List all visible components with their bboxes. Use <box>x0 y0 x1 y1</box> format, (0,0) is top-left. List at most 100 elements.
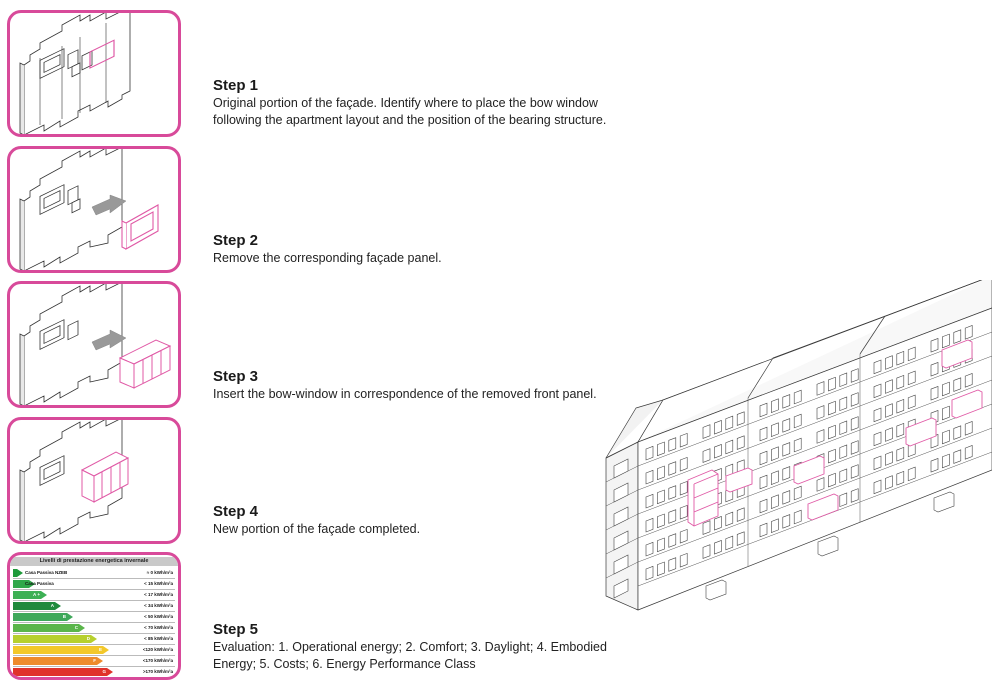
building-window <box>714 419 722 435</box>
step1-thumbnail <box>7 10 181 137</box>
building-window <box>896 398 905 414</box>
building-window <box>657 489 665 505</box>
building-window <box>668 533 677 548</box>
building-window <box>816 405 825 420</box>
building-window <box>964 445 973 460</box>
building-window <box>782 418 791 433</box>
step4-thumbnail <box>7 417 181 544</box>
building-window <box>873 383 882 399</box>
building-window <box>782 442 791 457</box>
step-5: Step 5 Evaluation: 1. Operational energy… <box>213 621 773 673</box>
building-window <box>613 578 629 599</box>
building-window <box>771 494 779 509</box>
energy-class-value: < 70 kWh/m²a <box>144 625 173 630</box>
building-window <box>702 424 711 439</box>
step-1: Step 1 Original portion of the façade. I… <box>213 77 773 129</box>
facade-remove-drawing <box>19 149 159 270</box>
building-window <box>736 507 745 522</box>
step-description: Evaluation: 1. Operational energy; 2. Co… <box>213 640 607 671</box>
building-window <box>782 514 791 529</box>
building-window <box>896 422 905 438</box>
building-window <box>953 329 962 344</box>
energy-chart-title: Livelli di prestazione energetica invern… <box>10 557 178 566</box>
step5-energy-chart: Livelli di prestazione energetica invern… <box>7 552 181 680</box>
building-window <box>657 537 665 553</box>
building-window <box>850 464 859 479</box>
building-window <box>759 498 768 514</box>
building-window <box>816 477 825 492</box>
building-window <box>850 440 859 455</box>
facade-original-drawing <box>19 13 131 134</box>
building-window <box>679 504 688 520</box>
building-window <box>793 413 802 429</box>
building-window <box>793 485 802 501</box>
energy-class-arrow: A <box>13 602 61 610</box>
building-window <box>828 400 836 416</box>
building-window <box>942 405 950 421</box>
building-window <box>759 402 768 418</box>
building-window <box>613 458 629 479</box>
building-window <box>725 511 734 527</box>
building-window <box>714 443 722 459</box>
energy-class-value: ≈ 0 kWh/m²a <box>146 570 173 575</box>
building-window <box>613 482 629 503</box>
building-window <box>828 448 836 464</box>
building-window <box>953 425 962 440</box>
building-window <box>885 355 893 370</box>
building-window <box>725 415 734 431</box>
building-window <box>839 372 848 388</box>
building-window <box>771 422 779 437</box>
step-3: Step 3 Insert the bow-window in correspo… <box>213 368 773 403</box>
building-window <box>645 517 654 533</box>
building-window <box>668 437 677 452</box>
building-window <box>964 421 973 436</box>
building-window <box>759 450 768 466</box>
building-window <box>771 470 779 485</box>
building-window <box>850 368 859 383</box>
building-window <box>613 530 629 551</box>
step-2: Step 2 Remove the corresponding façade p… <box>213 232 773 267</box>
building-window <box>828 424 836 440</box>
energy-class-row: D< 85 kWh/m²a <box>13 634 175 645</box>
energy-class-arrow <box>13 580 35 588</box>
step-description: Insert the bow-window in correspondence … <box>213 387 597 401</box>
building-window <box>736 435 745 450</box>
building-window <box>930 386 939 401</box>
building-window <box>850 392 859 407</box>
building-window <box>668 557 677 572</box>
building-window <box>679 456 688 472</box>
building-window <box>668 485 677 500</box>
energy-class-row: B< 50 kWh/m²a <box>13 612 175 623</box>
building-window <box>885 379 893 394</box>
building-window <box>613 554 629 575</box>
step-title: Step 5 <box>213 621 259 638</box>
building-window <box>771 398 779 413</box>
energy-class-value: < 17 kWh/m²a <box>144 592 173 597</box>
energy-class-value: < 85 kWh/m²a <box>144 636 173 641</box>
building-axonometric-drawing <box>605 280 992 611</box>
building-window <box>964 373 973 388</box>
energy-class-value: <170 kWh/m²a <box>142 658 173 663</box>
building-window <box>839 420 848 436</box>
facade-insert-drawing <box>19 284 172 405</box>
building-window <box>850 416 859 431</box>
energy-class-value: < 34 kWh/m²a <box>144 603 173 608</box>
step-description: Remove the corresponding façade panel. <box>213 251 442 265</box>
energy-class-arrow: E <box>13 646 109 654</box>
building-window <box>645 469 654 485</box>
building-window <box>964 325 973 340</box>
building-window <box>668 509 677 524</box>
energy-class-arrow: B <box>13 613 73 621</box>
building-window <box>771 518 779 533</box>
building-window <box>828 472 836 488</box>
building-window <box>816 429 825 444</box>
building-window <box>679 480 688 496</box>
building-window <box>759 474 768 490</box>
building-window <box>907 394 916 410</box>
building-window <box>873 407 882 423</box>
building-window <box>896 470 905 486</box>
building-window <box>657 561 665 577</box>
building-window <box>725 439 734 455</box>
building-window <box>736 531 745 546</box>
building-window <box>930 458 939 473</box>
